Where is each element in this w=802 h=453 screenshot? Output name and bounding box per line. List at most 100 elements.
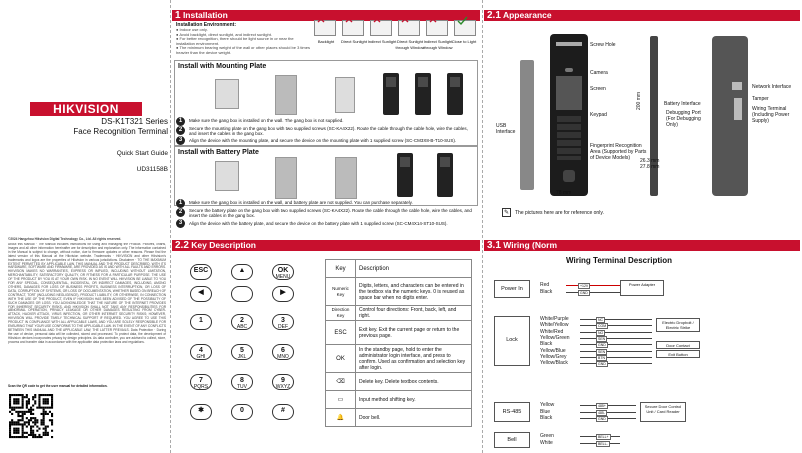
device-mount-hole xyxy=(556,42,582,46)
env-icon-label: Close to Light xyxy=(451,39,477,44)
legal-heading: ©2024 Hangzhou Hikvision Digital Technol… xyxy=(8,237,122,241)
appearance-note: The pictures here are for reference only… xyxy=(515,210,604,216)
device-figure xyxy=(415,73,431,115)
battery-step-1: Make sure the gang box is installed on t… xyxy=(189,200,413,205)
key-star[interactable]: ✱ xyxy=(190,404,212,420)
gang-box xyxy=(215,79,239,109)
mount-step-1: Make sure the gang box is installed on t… xyxy=(189,118,344,123)
prohibited-marks xyxy=(317,15,468,26)
key-right[interactable]: ▶ xyxy=(272,286,294,302)
dim-depth-a: 26.3 mm xyxy=(640,158,660,164)
wiring-terminal xyxy=(734,98,742,120)
label-tamper: Tamper xyxy=(752,96,769,102)
wire-line xyxy=(580,325,652,327)
pin-label: BTN xyxy=(596,354,607,361)
wire-line xyxy=(580,411,636,413)
desc-cell: Door bell. xyxy=(355,408,472,427)
env-icon-label: Direct Sunlight through Window xyxy=(395,39,425,50)
pin-label: GND xyxy=(596,416,608,422)
env-item: ● Indoor use only. xyxy=(176,27,208,32)
dim-width: 78 mm xyxy=(556,190,572,196)
pin-label: BELL- xyxy=(596,441,610,447)
step-3-badge: 3 xyxy=(176,136,185,145)
env-icon-label: Indirect Sunlight xyxy=(367,39,397,44)
group-bell: Bell xyxy=(494,432,530,448)
step-3-badge: 3 xyxy=(176,219,185,228)
installation-banner: 1 Installation xyxy=(172,10,480,21)
key-0[interactable]: 0 xyxy=(231,404,253,420)
table-row: Direction Key Control four directions: F… xyxy=(325,305,472,321)
label-camera: Camera xyxy=(590,70,608,76)
table-row: ESC Exit key. Exit the current page or r… xyxy=(325,320,472,345)
pin-label: SEN xyxy=(596,348,608,355)
device-back-view xyxy=(712,36,748,196)
wall-plate xyxy=(335,77,355,113)
wire-color: Yellow/Black xyxy=(540,360,568,367)
dim-height: 200 mm xyxy=(636,91,642,110)
table-row: ▭ Input method shifting key. xyxy=(325,390,472,409)
battery-step-2: Secure the battery plate on the gang box… xyxy=(189,208,472,218)
env-item: ● For better recognition, there should b… xyxy=(176,36,294,46)
key-1[interactable]: 1 xyxy=(190,314,212,330)
key-left[interactable]: ◀ xyxy=(190,286,212,302)
env-item: ● Avoid backlight, direct sunlight, and … xyxy=(176,31,272,37)
appearance-banner: 2.1 Appearance xyxy=(484,10,800,21)
wire-color: Yellow/Blue xyxy=(540,347,566,354)
wire-line xyxy=(580,350,652,352)
device-front-view xyxy=(550,34,588,196)
wire-color: Green xyxy=(540,433,554,439)
key-hash[interactable]: # xyxy=(272,404,294,420)
desc-cell: Digits, letters, and characters can be e… xyxy=(355,277,472,306)
keys-title: Key Description xyxy=(191,240,256,250)
door-control-unit-box: Secure Door Control Unit / Card Reader xyxy=(640,402,686,422)
pin-label: GND xyxy=(596,361,608,368)
electric-lock-box: Electric Dropbolt / Electric Strike xyxy=(656,318,700,332)
wire-color: Red xyxy=(540,282,550,288)
wire-color: White/Red xyxy=(540,328,564,335)
label-usb: USB Interface xyxy=(496,123,516,135)
env-icon-label: Direct Sunlight xyxy=(340,39,367,44)
installation-number: 1 xyxy=(175,10,181,21)
key-esc[interactable]: ESC xyxy=(190,264,212,280)
step-1-badge: 1 xyxy=(176,117,185,126)
exit-button-box: Exit Button xyxy=(656,350,700,358)
product-name: Face Recognition Terminal xyxy=(73,127,168,136)
wiring-title: Wiring (Norm xyxy=(503,240,558,250)
key-cell: Numeric Key xyxy=(325,277,356,306)
env-icon-label: Indirect Sunlight through Window xyxy=(423,39,453,50)
wire-line xyxy=(566,292,620,293)
pin-label: COM xyxy=(596,323,609,330)
mounting-plate xyxy=(275,75,297,115)
device-figure xyxy=(447,73,463,115)
brand-name: HIKVISION xyxy=(53,102,119,116)
key-center[interactable] xyxy=(231,286,253,302)
close-to-light-icon xyxy=(454,20,476,36)
device-camera xyxy=(565,68,573,72)
key-up[interactable]: ▲ xyxy=(231,264,253,280)
device-figure xyxy=(383,73,399,115)
device-rear-view xyxy=(520,60,534,190)
pin-label: +12V xyxy=(578,283,591,289)
fold-line-1 xyxy=(170,0,171,453)
wire-color: Yellow xyxy=(540,402,555,408)
model-name: DS-K1T321 Series xyxy=(101,117,168,126)
scan-qr-text: Scan the QR code to get the user manual … xyxy=(8,384,108,388)
appearance-number: 2.1 xyxy=(487,10,501,21)
battery-plate xyxy=(335,157,357,199)
keys-number: 2.2 xyxy=(175,240,189,251)
group-power: Power In xyxy=(494,280,530,298)
pin-label: GND xyxy=(578,290,590,296)
wire-color: White/Yellow xyxy=(540,322,569,329)
device-screen xyxy=(556,76,582,110)
table-row: OK In the standby page, hold to enter th… xyxy=(325,344,472,373)
